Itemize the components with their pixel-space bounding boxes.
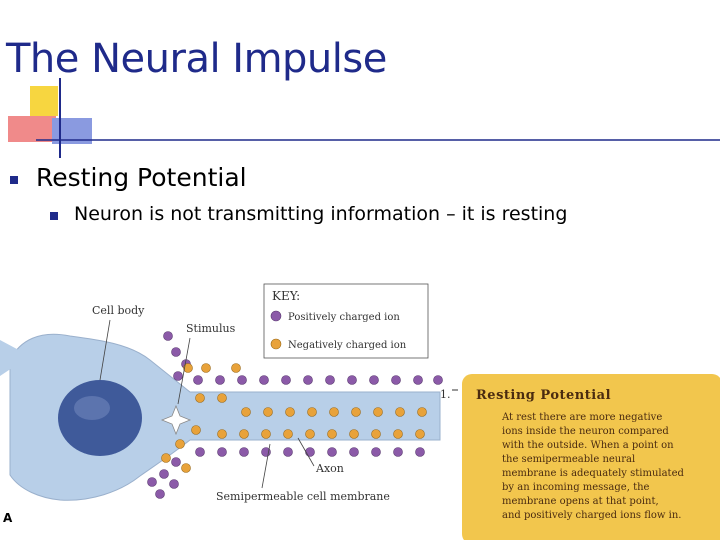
panel-line: At rest there are more negative bbox=[501, 412, 662, 423]
cell-body-label: Cell body bbox=[92, 304, 145, 317]
stimulus-pointer bbox=[177, 337, 191, 405]
panel-line: by an incoming message, the bbox=[502, 482, 650, 493]
panel-line: ions inside the neuron compared bbox=[502, 426, 669, 437]
panel-line: membrane opens at that point, bbox=[502, 496, 659, 507]
neuron-resting-diagram: Cell body Stimulus Axon Semipermeable ce… bbox=[0, 283, 720, 540]
panel-line: and positively charged ions flow in. bbox=[502, 510, 681, 521]
key-title: KEY: bbox=[272, 289, 300, 303]
resting-potential-panel bbox=[462, 374, 720, 540]
sub-bullet-marker bbox=[50, 212, 58, 220]
neuron-dendrite bbox=[0, 340, 30, 376]
stimulus-star-icon bbox=[160, 404, 192, 436]
neuron-cell-body bbox=[9, 333, 441, 501]
cell-body-pointer bbox=[99, 319, 111, 381]
key-positive-swatch bbox=[270, 310, 282, 322]
step-number: 1. bbox=[440, 388, 451, 401]
deco-yellow-block bbox=[30, 86, 58, 116]
key-positive-label: Positively charged ion bbox=[288, 312, 400, 323]
membrane-label: Semipermeable cell membrane bbox=[216, 490, 390, 503]
key-box bbox=[263, 283, 429, 359]
panel-line: with the outside. When a point on bbox=[502, 440, 674, 451]
figure-corner-letter: A bbox=[3, 511, 13, 525]
sub-bullet-resting-description: Neuron is not transmitting information –… bbox=[74, 203, 568, 225]
title-decoration bbox=[8, 78, 720, 158]
panel-line: membrane is adequately stimulated bbox=[502, 468, 684, 479]
axon-pointer bbox=[297, 437, 315, 467]
key-negative-swatch bbox=[270, 338, 282, 350]
stimulus-label: Stimulus bbox=[186, 322, 236, 335]
bullet-marker bbox=[10, 176, 18, 184]
panel-line: the semipermeable neural bbox=[502, 454, 635, 465]
inside-negative-ions bbox=[175, 393, 427, 449]
outside-positive-ions-top bbox=[163, 331, 443, 385]
panel-title: Resting Potential bbox=[476, 388, 611, 403]
membrane-pointer bbox=[261, 443, 271, 489]
outside-negative-ions bbox=[161, 363, 241, 473]
deco-red-block bbox=[8, 116, 56, 142]
nucleus-highlight bbox=[74, 396, 110, 420]
key-negative-label: Negatively charged ion bbox=[288, 340, 407, 351]
axon-label: Axon bbox=[315, 462, 344, 475]
slide-title: The Neural Impulse bbox=[6, 36, 387, 82]
bullet-resting-potential: Resting Potential bbox=[36, 163, 247, 192]
